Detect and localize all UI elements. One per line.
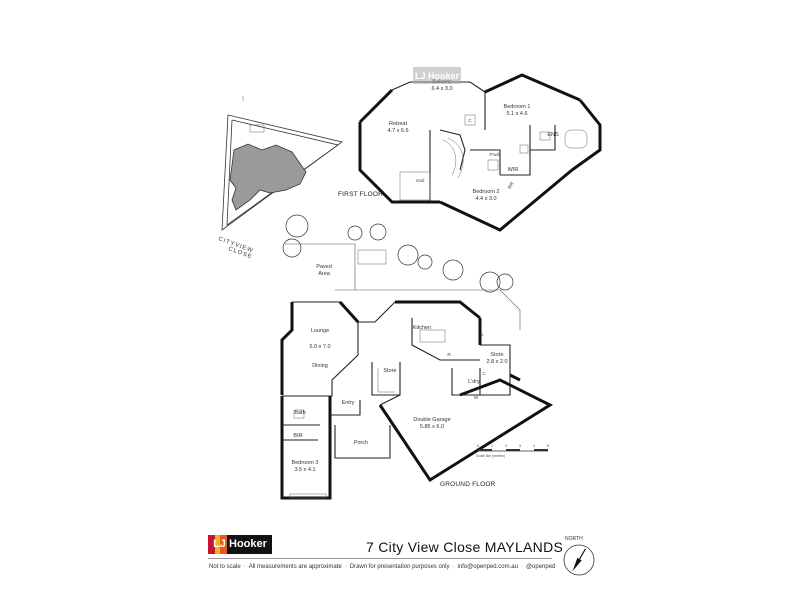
north-label: NORTH [565,536,583,542]
footer-divider [208,558,552,559]
bedroom2-name: Bedroom 2 [473,189,500,195]
scale-tick-0: 0 [477,444,479,448]
scale-tick-2: 2 [505,444,507,448]
scale-caption: Scale Bar (metres) [476,454,506,458]
lounge-name: Lounge [311,328,329,334]
bath-name: Bath [294,410,305,416]
brand-initials: LJ [213,538,226,550]
north-arrow-icon [572,548,587,572]
ground-floor-label: GROUND FLOOR [440,481,496,488]
porch-name: Porch [354,440,368,446]
retreat-name: Retreat [389,121,408,127]
footer-item-1: Not to scale [209,564,241,570]
balcony-size: 6.4 x 3.0 [431,86,452,92]
footer-item-3: Drawn for presentation purposes only [349,564,450,570]
house-footprint [229,143,307,211]
kitchen-name: Kitchen [413,325,431,331]
first-floor-plan: Balcony 6.4 x 3.0 Retreat 4.7 x 6.6 Bedr… [338,73,602,232]
footer-social: @openped [525,564,556,570]
garage-size: 5.85 x 6.0 [420,424,444,430]
scale-bar: 0 1 2 3 4 5 [477,444,549,452]
laundry-name: L'dry [468,379,480,385]
paved-area-name2: Area [318,271,331,277]
garage-name: Double Garage [413,417,450,423]
bedroom1-size: 5.1 x 4.6 [506,111,527,117]
dining-name: Dining [312,363,328,369]
scale-tick-5: 5 [547,444,549,448]
pantry-label: P [480,333,483,338]
wir-label: WIR [508,167,519,173]
lounge-size: 5.0 x 7.0 [309,344,330,350]
store-size: 2.8 x 2.0 [486,359,507,365]
small-store-name: Store [383,368,396,374]
washer-label: W [474,395,479,400]
site-plan: CITYVIEW CLOSE [217,96,343,261]
cupboard-ground: C [482,371,486,376]
bedroom3-size: 3.5 x 4.1 [294,467,315,473]
footer-disclaimer: Not to scale · All measurements are appr… [209,564,555,570]
bedroom3-name: Bedroom 3 [292,460,319,466]
brand-logo: LJ Hooker [208,533,272,555]
bedroom1-name: Bedroom 1 [504,104,531,110]
brand-mark-icon: LJ [208,534,227,554]
pwdr-label: P'wdr [489,152,501,157]
void-label: Void [416,178,425,183]
footer-item-2: All measurements are approximate [248,564,342,570]
first-floor-label: FIRST FLOOR [338,191,383,198]
footer-separator: · [243,564,246,570]
watermark-text: LJ Hooker [414,70,459,81]
retreat-size: 4.7 x 6.6 [387,128,408,134]
footer-separator: · [520,564,523,570]
north-compass-icon [563,544,595,576]
watermark-logo: LJ Hooker [413,67,461,84]
ens-label: ENS [547,132,559,138]
entry-name: Entry [342,400,355,406]
ground-floor-plan: Lounge 5.0 x 7.0 Dining Kitchen Store 2.… [280,300,554,500]
bir-label-first: BIR [507,180,515,190]
bedroom2-size: 4.4 x 3.0 [475,196,496,202]
scale-tick-3: 3 [519,444,521,448]
paved-area-name: Paved [316,264,332,270]
store-name: Store [490,352,503,358]
brand-name: Hooker [227,534,272,554]
landscape: Paved Area [282,214,521,330]
footer-separator: · [344,564,347,570]
scale-tick-1: 1 [491,444,493,448]
fridge-label: R [447,352,451,357]
cupboard-first: C [468,118,472,123]
scale-tick-4: 4 [533,444,535,448]
footer-separator: · [452,564,455,570]
bir-name: BIR [293,433,302,439]
property-title: 7 City View Close MAYLANDS [366,539,564,555]
footer-email: info@openped.com.au [457,564,518,570]
